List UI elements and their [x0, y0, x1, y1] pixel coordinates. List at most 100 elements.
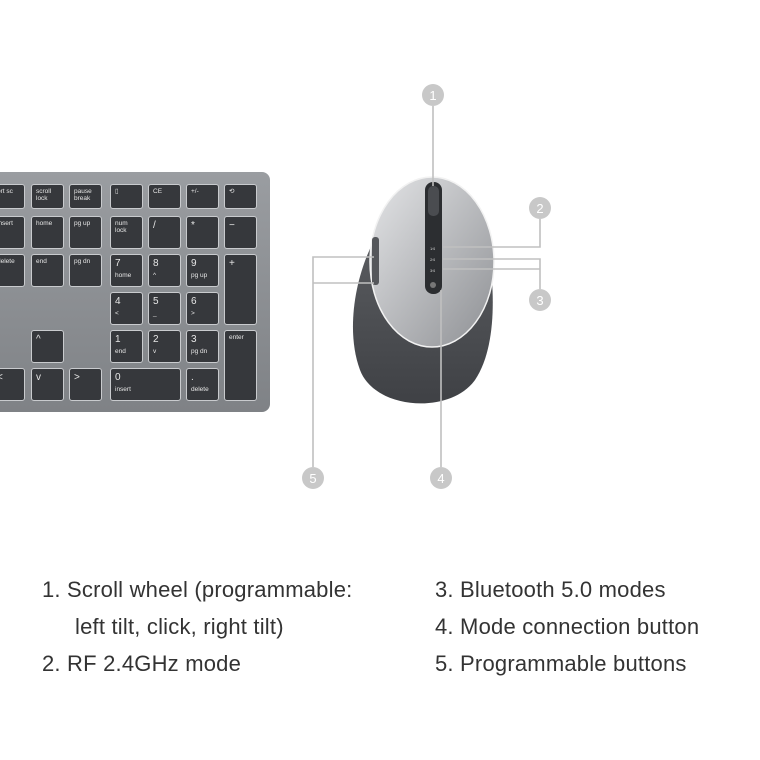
key[interactable]: pg dn: [69, 254, 102, 287]
key-label: 1: [115, 334, 121, 345]
key-label: delete: [0, 258, 15, 265]
key-label: 4: [115, 296, 121, 307]
key[interactable]: pg up: [69, 216, 102, 249]
legend-right: 3. Bluetooth 5.0 modes 4. Mode connectio…: [435, 571, 699, 682]
svg-text:3⁄4: 3⁄4: [430, 268, 436, 273]
key-label: *: [191, 220, 195, 231]
key[interactable]: num lock: [110, 216, 143, 249]
key[interactable]: enter: [224, 330, 257, 401]
key-sublabel: pg up: [191, 272, 208, 279]
legend-item-1: 1. Scroll wheel (programmable:: [42, 577, 353, 602]
callout-1: 1: [422, 84, 444, 106]
key[interactable]: >: [69, 368, 102, 401]
key-label: >: [74, 372, 80, 383]
key-label: CE: [153, 188, 163, 195]
key-sublabel: home: [115, 272, 132, 279]
key-label: ▯: [115, 188, 119, 195]
key-label: +/-: [191, 188, 199, 195]
legend-item-2: 2. RF 2.4GHz mode: [42, 651, 242, 676]
key[interactable]: <: [0, 368, 25, 401]
key[interactable]: 8^: [148, 254, 181, 287]
key-label: 5: [153, 296, 159, 307]
key[interactable]: /: [148, 216, 181, 249]
svg-text:1⁄4: 1⁄4: [430, 246, 436, 251]
key[interactable]: ⟲: [224, 184, 257, 209]
key-label: 6: [191, 296, 197, 307]
svg-text:2: 2: [536, 201, 543, 216]
legend-item-4: 4. Mode connection button: [435, 614, 700, 639]
svg-text:3: 3: [536, 293, 543, 308]
callout-lines: [312, 106, 541, 467]
key[interactable]: v: [31, 368, 64, 401]
callout-4: 4: [430, 467, 452, 489]
scroll-wheel: [428, 186, 439, 216]
key-label: /: [153, 220, 156, 231]
key-label: end: [36, 258, 47, 265]
key-label: pg up: [74, 220, 91, 227]
key-label: 8: [153, 258, 159, 269]
key-label: 9: [191, 258, 197, 269]
callout-5: 5: [302, 467, 324, 489]
callout-2: 2: [529, 197, 551, 219]
key[interactable]: CE: [148, 184, 181, 209]
callout-3: 3: [529, 289, 551, 311]
legend-item-5: 5. Programmable buttons: [435, 651, 687, 676]
key-sublabel: pg dn: [191, 348, 208, 355]
mode-button-icon: [430, 282, 436, 288]
legend-left: 1. Scroll wheel (programmable: left tilt…: [42, 571, 352, 682]
key[interactable]: 9 pg up: [186, 254, 219, 287]
key-label: v: [36, 372, 41, 383]
key-sublabel: insert: [115, 386, 131, 393]
svg-text:1: 1: [429, 88, 436, 103]
key-label: pg dn: [74, 258, 91, 265]
key[interactable]: end: [31, 254, 64, 287]
key[interactable]: . delete: [186, 368, 219, 401]
key[interactable]: delete: [0, 254, 25, 287]
key-label: enter: [229, 334, 244, 341]
key-sublabel: end: [115, 348, 126, 355]
key-label: −: [229, 220, 235, 231]
key[interactable]: ^: [31, 330, 64, 363]
key-label: <: [0, 372, 20, 383]
key[interactable]: −: [224, 216, 257, 249]
key[interactable]: 1 end: [110, 330, 143, 363]
key-sublabel: >: [191, 310, 195, 317]
key[interactable]: 4<: [110, 292, 143, 325]
key[interactable]: prt sc: [0, 184, 25, 209]
key-sublabel: delete: [191, 386, 209, 393]
key[interactable]: scroll lock: [31, 184, 64, 209]
svg-text:2⁄4: 2⁄4: [430, 257, 436, 262]
key[interactable]: ▯: [110, 184, 143, 209]
side-buttons: [372, 237, 379, 285]
key-label: num lock: [115, 220, 128, 234]
mouse: 1⁄4 2⁄4 3⁄4: [352, 176, 495, 404]
key-label: insert: [0, 220, 13, 227]
key-label: prt sc: [0, 188, 13, 195]
key-label: .: [191, 372, 194, 383]
key-sublabel: <: [115, 310, 119, 317]
key[interactable]: *: [186, 216, 219, 249]
key[interactable]: insert: [0, 216, 25, 249]
key-label: pause break: [74, 188, 92, 202]
key-label: home: [36, 220, 53, 227]
key-sublabel: v: [153, 348, 157, 355]
key-label: +: [229, 258, 235, 269]
key[interactable]: pause break: [69, 184, 102, 209]
key[interactable]: +/-: [186, 184, 219, 209]
key-label: ^: [36, 334, 41, 345]
key-label: 2: [153, 334, 159, 345]
svg-text:5: 5: [309, 471, 316, 486]
callout-markers: 1 2 3 4 5: [302, 84, 551, 489]
key[interactable]: home: [31, 216, 64, 249]
key[interactable]: 5_: [148, 292, 181, 325]
legend-item-1-cont: left tilt, click, right tilt): [75, 614, 284, 639]
key-sublabel: ^: [153, 272, 157, 279]
svg-text:4: 4: [437, 471, 444, 486]
key[interactable]: +: [224, 254, 257, 325]
key[interactable]: 6>: [186, 292, 219, 325]
